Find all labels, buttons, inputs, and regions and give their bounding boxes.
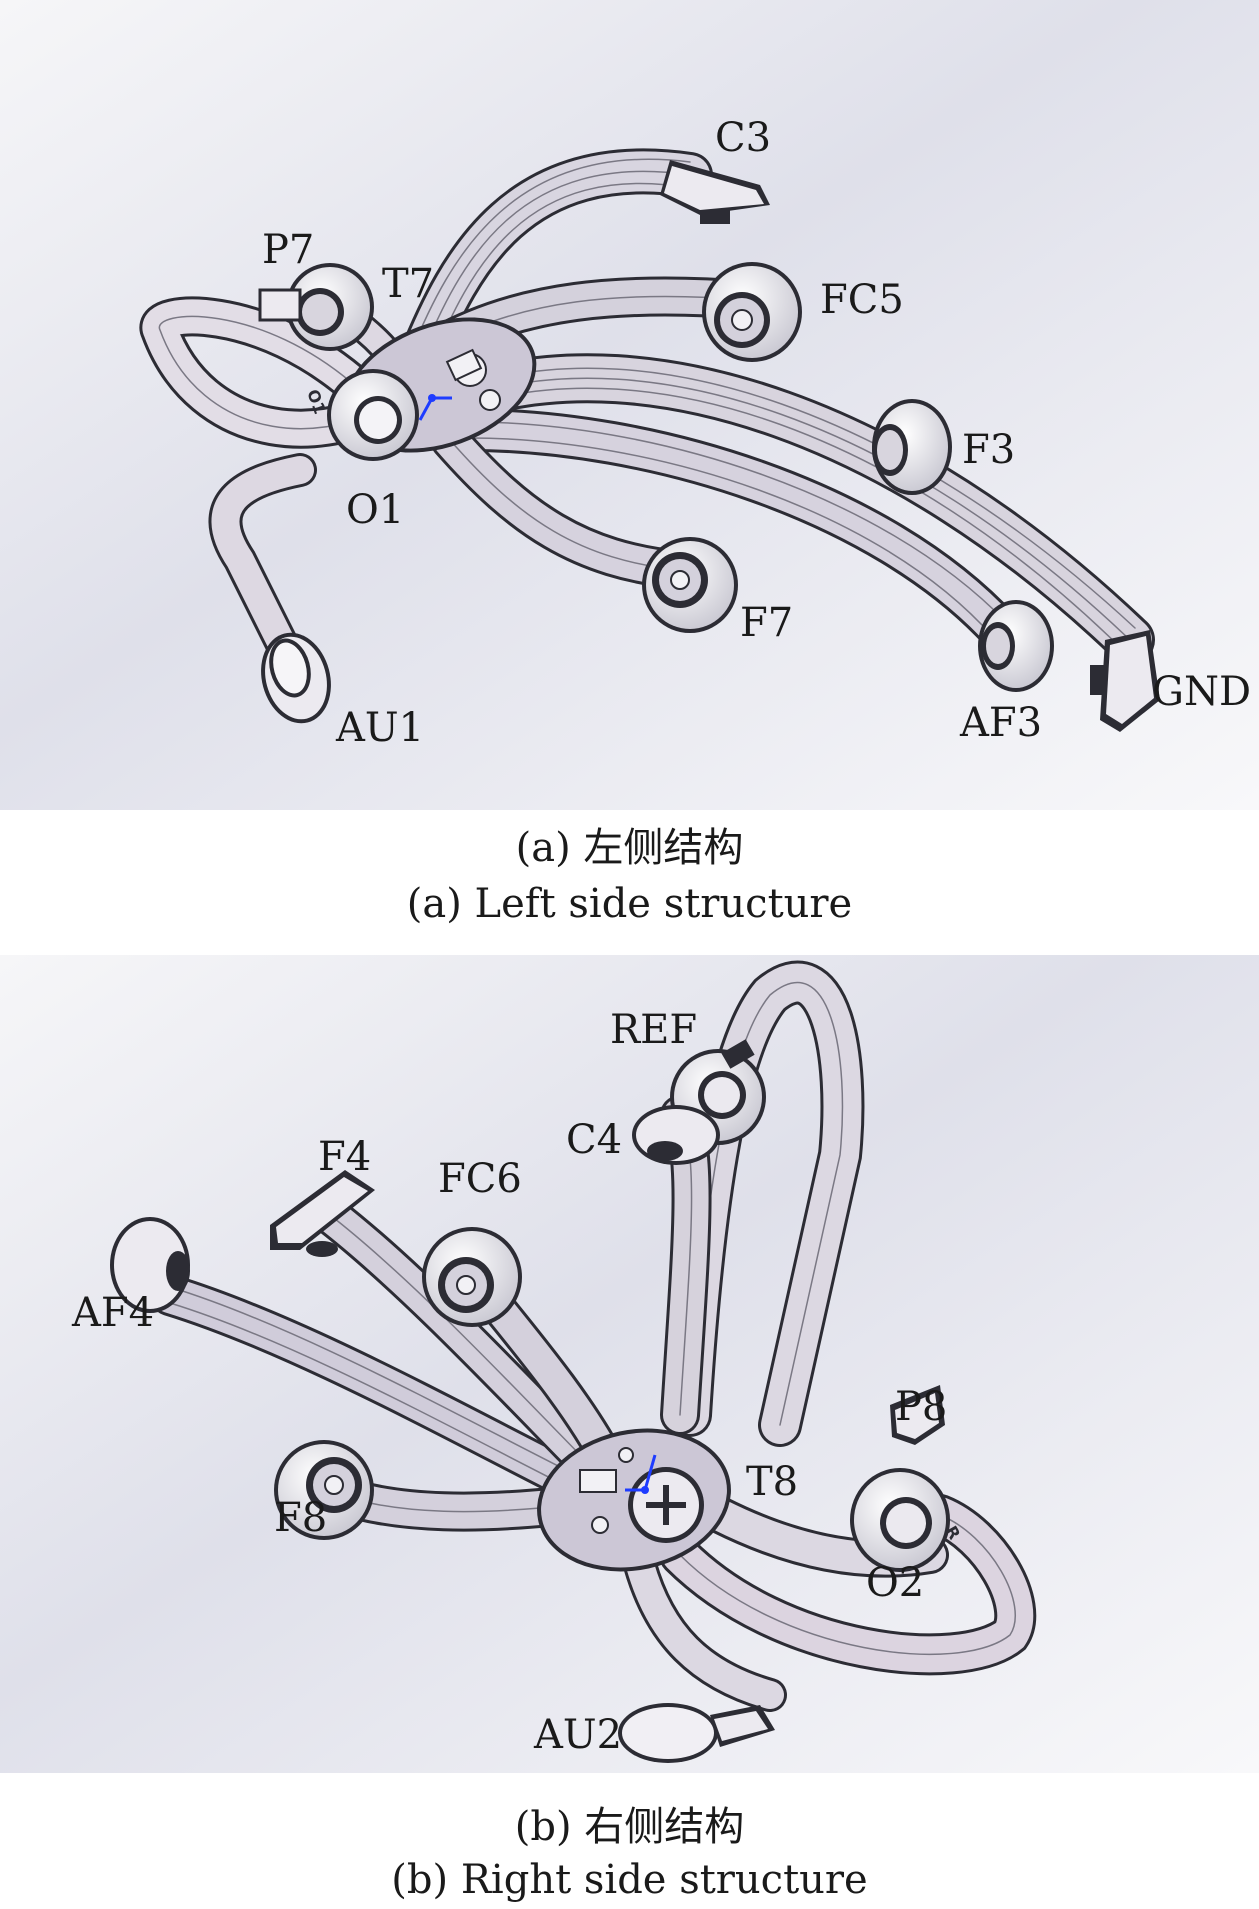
electrode-pod-o1: O1 — [303, 369, 419, 461]
electrode-label: P8 — [895, 1384, 948, 1430]
electrode-pod-gnd — [1090, 630, 1160, 732]
electrode-label: O2 — [866, 1560, 925, 1606]
electrode-label: C4 — [566, 1117, 623, 1163]
electrode-label: GND — [1152, 669, 1252, 715]
electrode-pod-o2: R — [850, 1468, 964, 1572]
electrode-label: F7 — [740, 600, 794, 646]
panel-right-side: R REF C4 F4 FC6 AF4 P8 T8 F8 O2 AU2 — [0, 955, 1259, 1773]
electrode-label: T7 — [382, 261, 435, 307]
electrode-label: O1 — [346, 487, 405, 533]
left-headset-render: O1 — [0, 0, 1259, 810]
caption-a-chinese: (a) 左侧结构 — [515, 825, 744, 871]
electrode-label: AU1 — [336, 705, 425, 751]
electrode-pod-c4 — [632, 1105, 720, 1165]
caption-a-english: (a) Left side structure — [406, 881, 853, 927]
arm-au1 — [208, 453, 317, 677]
arm-c3 — [397, 148, 713, 383]
electrode-pod-f3 — [872, 399, 952, 495]
electrode-pod-au1 — [261, 632, 331, 724]
caption-b-chinese: (b) 右侧结构 — [514, 1804, 745, 1850]
electrode-label: FC6 — [438, 1156, 522, 1202]
electrode-label: F3 — [962, 427, 1016, 473]
electrode-label: REF — [610, 1007, 698, 1053]
arm-f8 — [320, 1475, 590, 1532]
central-hub — [537, 1428, 731, 1572]
electrode-label: T8 — [746, 1459, 799, 1505]
electrode-pod-f8 — [274, 1440, 374, 1540]
electrode-pod-fc6 — [422, 1227, 522, 1327]
electrode-pod-f7 — [642, 537, 738, 633]
arm-f4 — [310, 1195, 620, 1495]
electrode-pod-p7 — [258, 263, 374, 351]
electrode-label: AF3 — [960, 700, 1043, 746]
arm-o2-loop — [659, 1494, 1037, 1676]
caption-b-english: (b) Right side structure — [391, 1857, 868, 1903]
electrode-pod-au2 — [618, 1703, 775, 1763]
electrode-pod-c3 — [660, 160, 770, 224]
electrode-label: C3 — [715, 115, 772, 161]
electrode-label: AU2 — [534, 1712, 623, 1758]
electrode-label: FC5 — [820, 277, 904, 323]
arm-af4 — [149, 1274, 601, 1506]
arm-f7 — [430, 420, 700, 590]
electrode-label: AF4 — [72, 1290, 155, 1336]
electrode-pod-af3 — [978, 600, 1054, 692]
electrode-label: F8 — [274, 1495, 328, 1541]
arm-af3 — [448, 408, 1022, 652]
right-headset-render: R — [0, 955, 1259, 1773]
electrode-pod-fc5 — [702, 262, 802, 362]
panel-left-side: O1 — [0, 0, 1259, 810]
electrode-label: P7 — [262, 227, 315, 273]
electrode-pod-af4 — [110, 1217, 190, 1313]
arm-au2 — [623, 1548, 787, 1712]
electrode-pod-p8 — [890, 1385, 945, 1445]
electrode-label: F4 — [318, 1134, 372, 1180]
electrode-pod-f4 — [270, 1170, 375, 1257]
arm-f3-gnd — [445, 353, 1155, 665]
